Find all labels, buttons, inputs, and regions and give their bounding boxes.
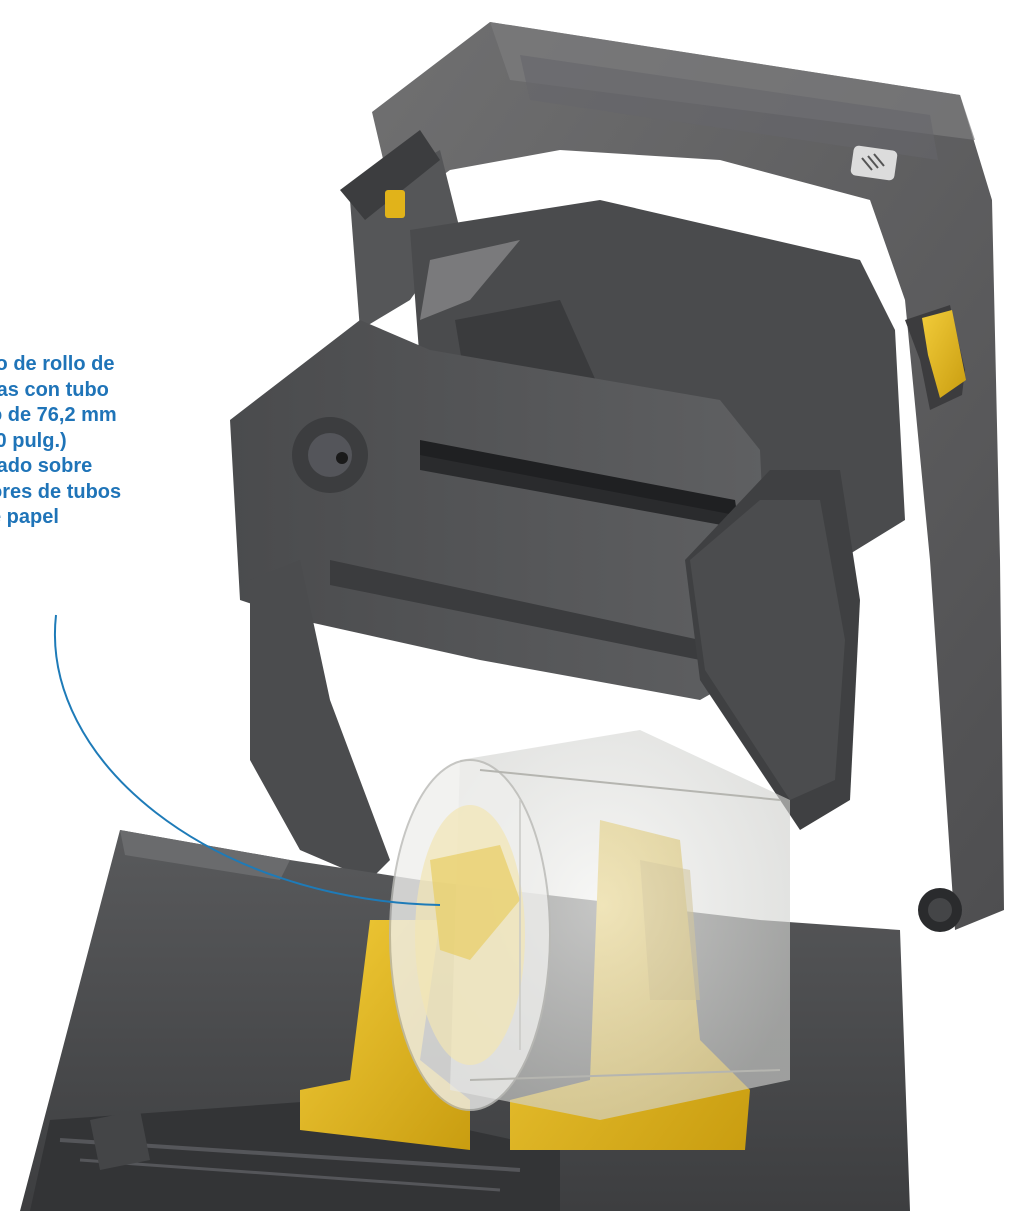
callout-line-6: ores de tubos — [0, 480, 122, 503]
printer-top-cover — [340, 22, 1004, 930]
ribbon-roll-callout: lo de rollo de tas con tubo o de 76,2 mm… — [0, 352, 220, 531]
callout-line-4: ,0 pulg.) — [0, 429, 67, 452]
callout-line-2: tas con tubo — [0, 378, 109, 401]
callout-line-7: e papel — [0, 506, 59, 528]
callout-line-3: o de 76,2 mm — [0, 404, 117, 426]
callout-line-1: lo de rollo de — [0, 353, 115, 375]
ribbon-roll — [389, 730, 790, 1120]
callout-line-5: tado sobre — [0, 455, 93, 477]
callout-leader-line — [53, 614, 441, 906]
ribbon-carriage — [230, 320, 860, 880]
zebra-logo-icon — [850, 145, 898, 181]
hinge-knob-icon — [918, 888, 962, 932]
